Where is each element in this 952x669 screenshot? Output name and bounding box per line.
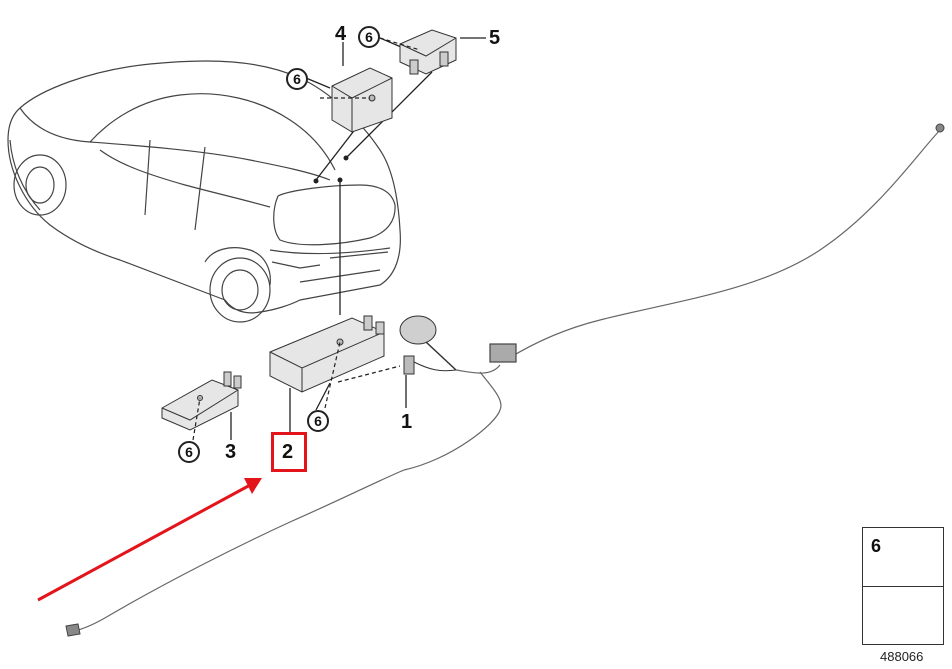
callout-1: 1	[401, 411, 413, 433]
part-1-antenna	[399, 315, 457, 375]
callout-4: 4	[335, 23, 347, 45]
module-5	[399, 29, 457, 75]
cable-connectors	[65, 123, 945, 637]
highlight-arrow	[37, 478, 262, 602]
leader-lines	[230, 37, 486, 440]
callout-3: 3	[225, 441, 237, 463]
screw-callout: 6	[358, 26, 380, 48]
module-3	[161, 371, 242, 431]
screw-callout: 6	[286, 68, 308, 90]
car-outline	[7, 60, 401, 323]
screw-lines	[192, 37, 421, 441]
callout-5: 5	[489, 27, 501, 49]
screw-callout: 6	[307, 410, 329, 432]
callout-2: 2	[282, 441, 294, 463]
cables	[77, 127, 943, 631]
module-4	[331, 67, 393, 133]
legend-divider	[863, 586, 943, 587]
part-2-highlight-box	[271, 432, 307, 472]
screw-legend: 6	[862, 527, 944, 645]
screw-callout: 6	[178, 441, 200, 463]
module-2	[269, 315, 385, 393]
diagram-id: 488066	[880, 649, 924, 664]
legend-screw-number: 6	[871, 536, 882, 556]
